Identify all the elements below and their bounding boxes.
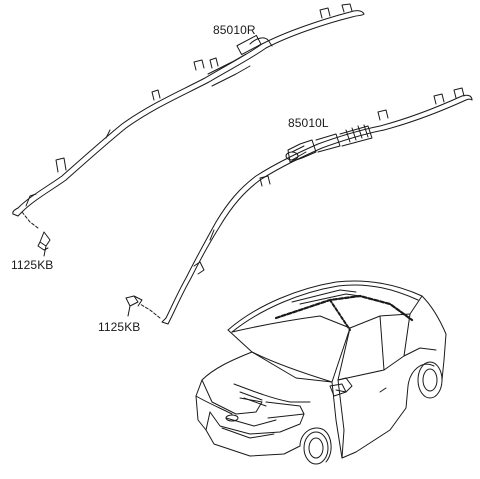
bolt-icon: [125, 295, 161, 319]
airbag-left-part-label: 85010L: [288, 116, 329, 130]
bolt-upper-part-label: 1125KB: [11, 258, 54, 272]
vehicle-icon: [195, 280, 447, 465]
curtain-airbag-left-icon: [161, 87, 473, 325]
bolt-icon: [21, 211, 51, 257]
bolt-lower-part-label: 1125KB: [98, 320, 141, 334]
curtain-airbag-right-icon: [12, 3, 365, 217]
airbag-right-part-label: 85010R: [213, 23, 256, 37]
